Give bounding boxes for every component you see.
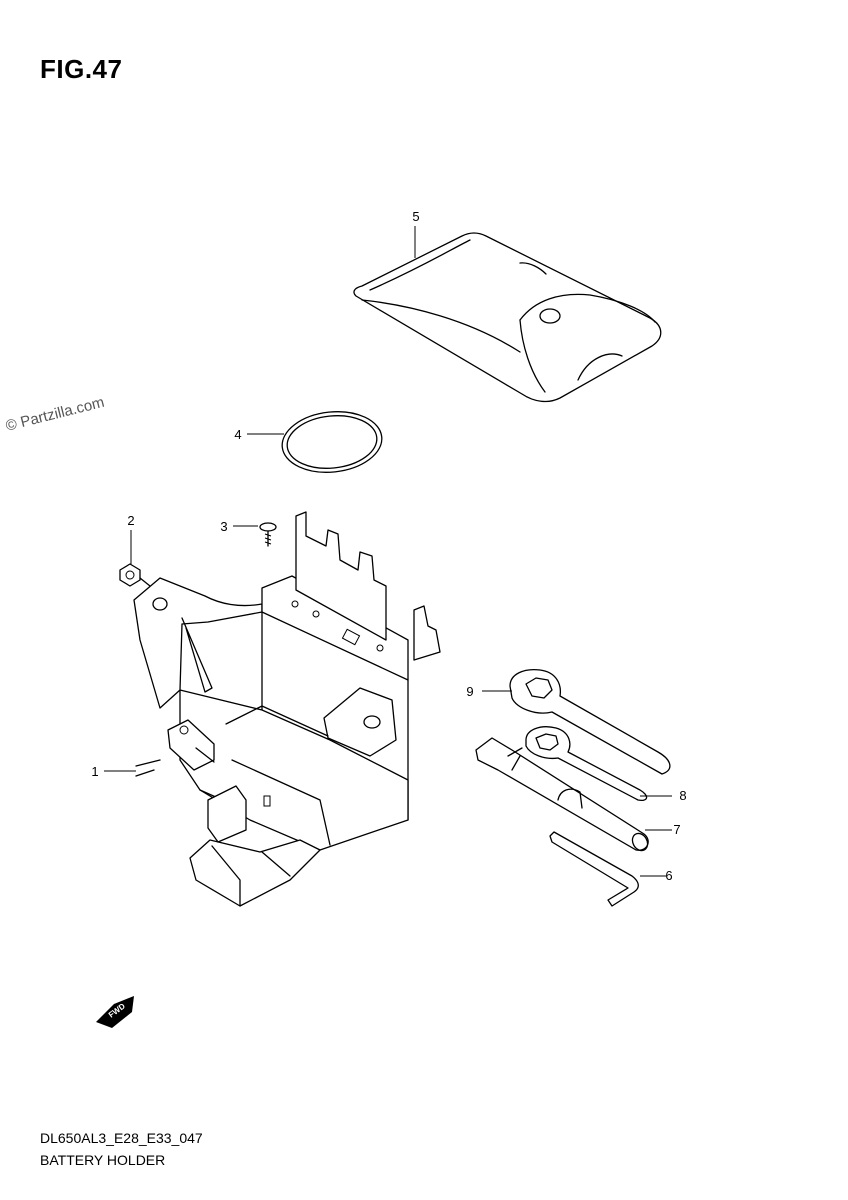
callout-4[interactable]: 4 [234,427,242,442]
diagram-name: BATTERY HOLDER [40,1152,166,1168]
part-4-band[interactable] [279,407,385,477]
callout-6[interactable]: 6 [665,868,673,883]
part-5-tool-bag[interactable] [353,232,662,403]
callout-1[interactable]: 1 [91,764,99,779]
part-3-screw[interactable] [259,522,277,547]
callout-7[interactable]: 7 [673,822,681,837]
callout-3[interactable]: 3 [220,519,228,534]
leader-1-tip [135,759,161,777]
callout-5[interactable]: 5 [412,209,420,224]
part-6-hex-key[interactable] [549,831,639,907]
figure-title: FIG.47 [40,54,123,84]
callout-8[interactable]: 8 [679,788,687,803]
part-2-bolt[interactable] [119,563,151,587]
part-8-box-wrench[interactable] [525,726,648,802]
part-7-socket-tube[interactable] [475,737,651,853]
part-1-battery-holder[interactable] [133,511,441,907]
part-9-wrench[interactable] [509,668,671,775]
fwd-arrow: FWD [96,996,134,1028]
callout-2[interactable]: 2 [127,513,135,528]
diagram-code: DL650AL3_E28_E33_047 [40,1130,203,1146]
callout-9[interactable]: 9 [466,684,474,699]
